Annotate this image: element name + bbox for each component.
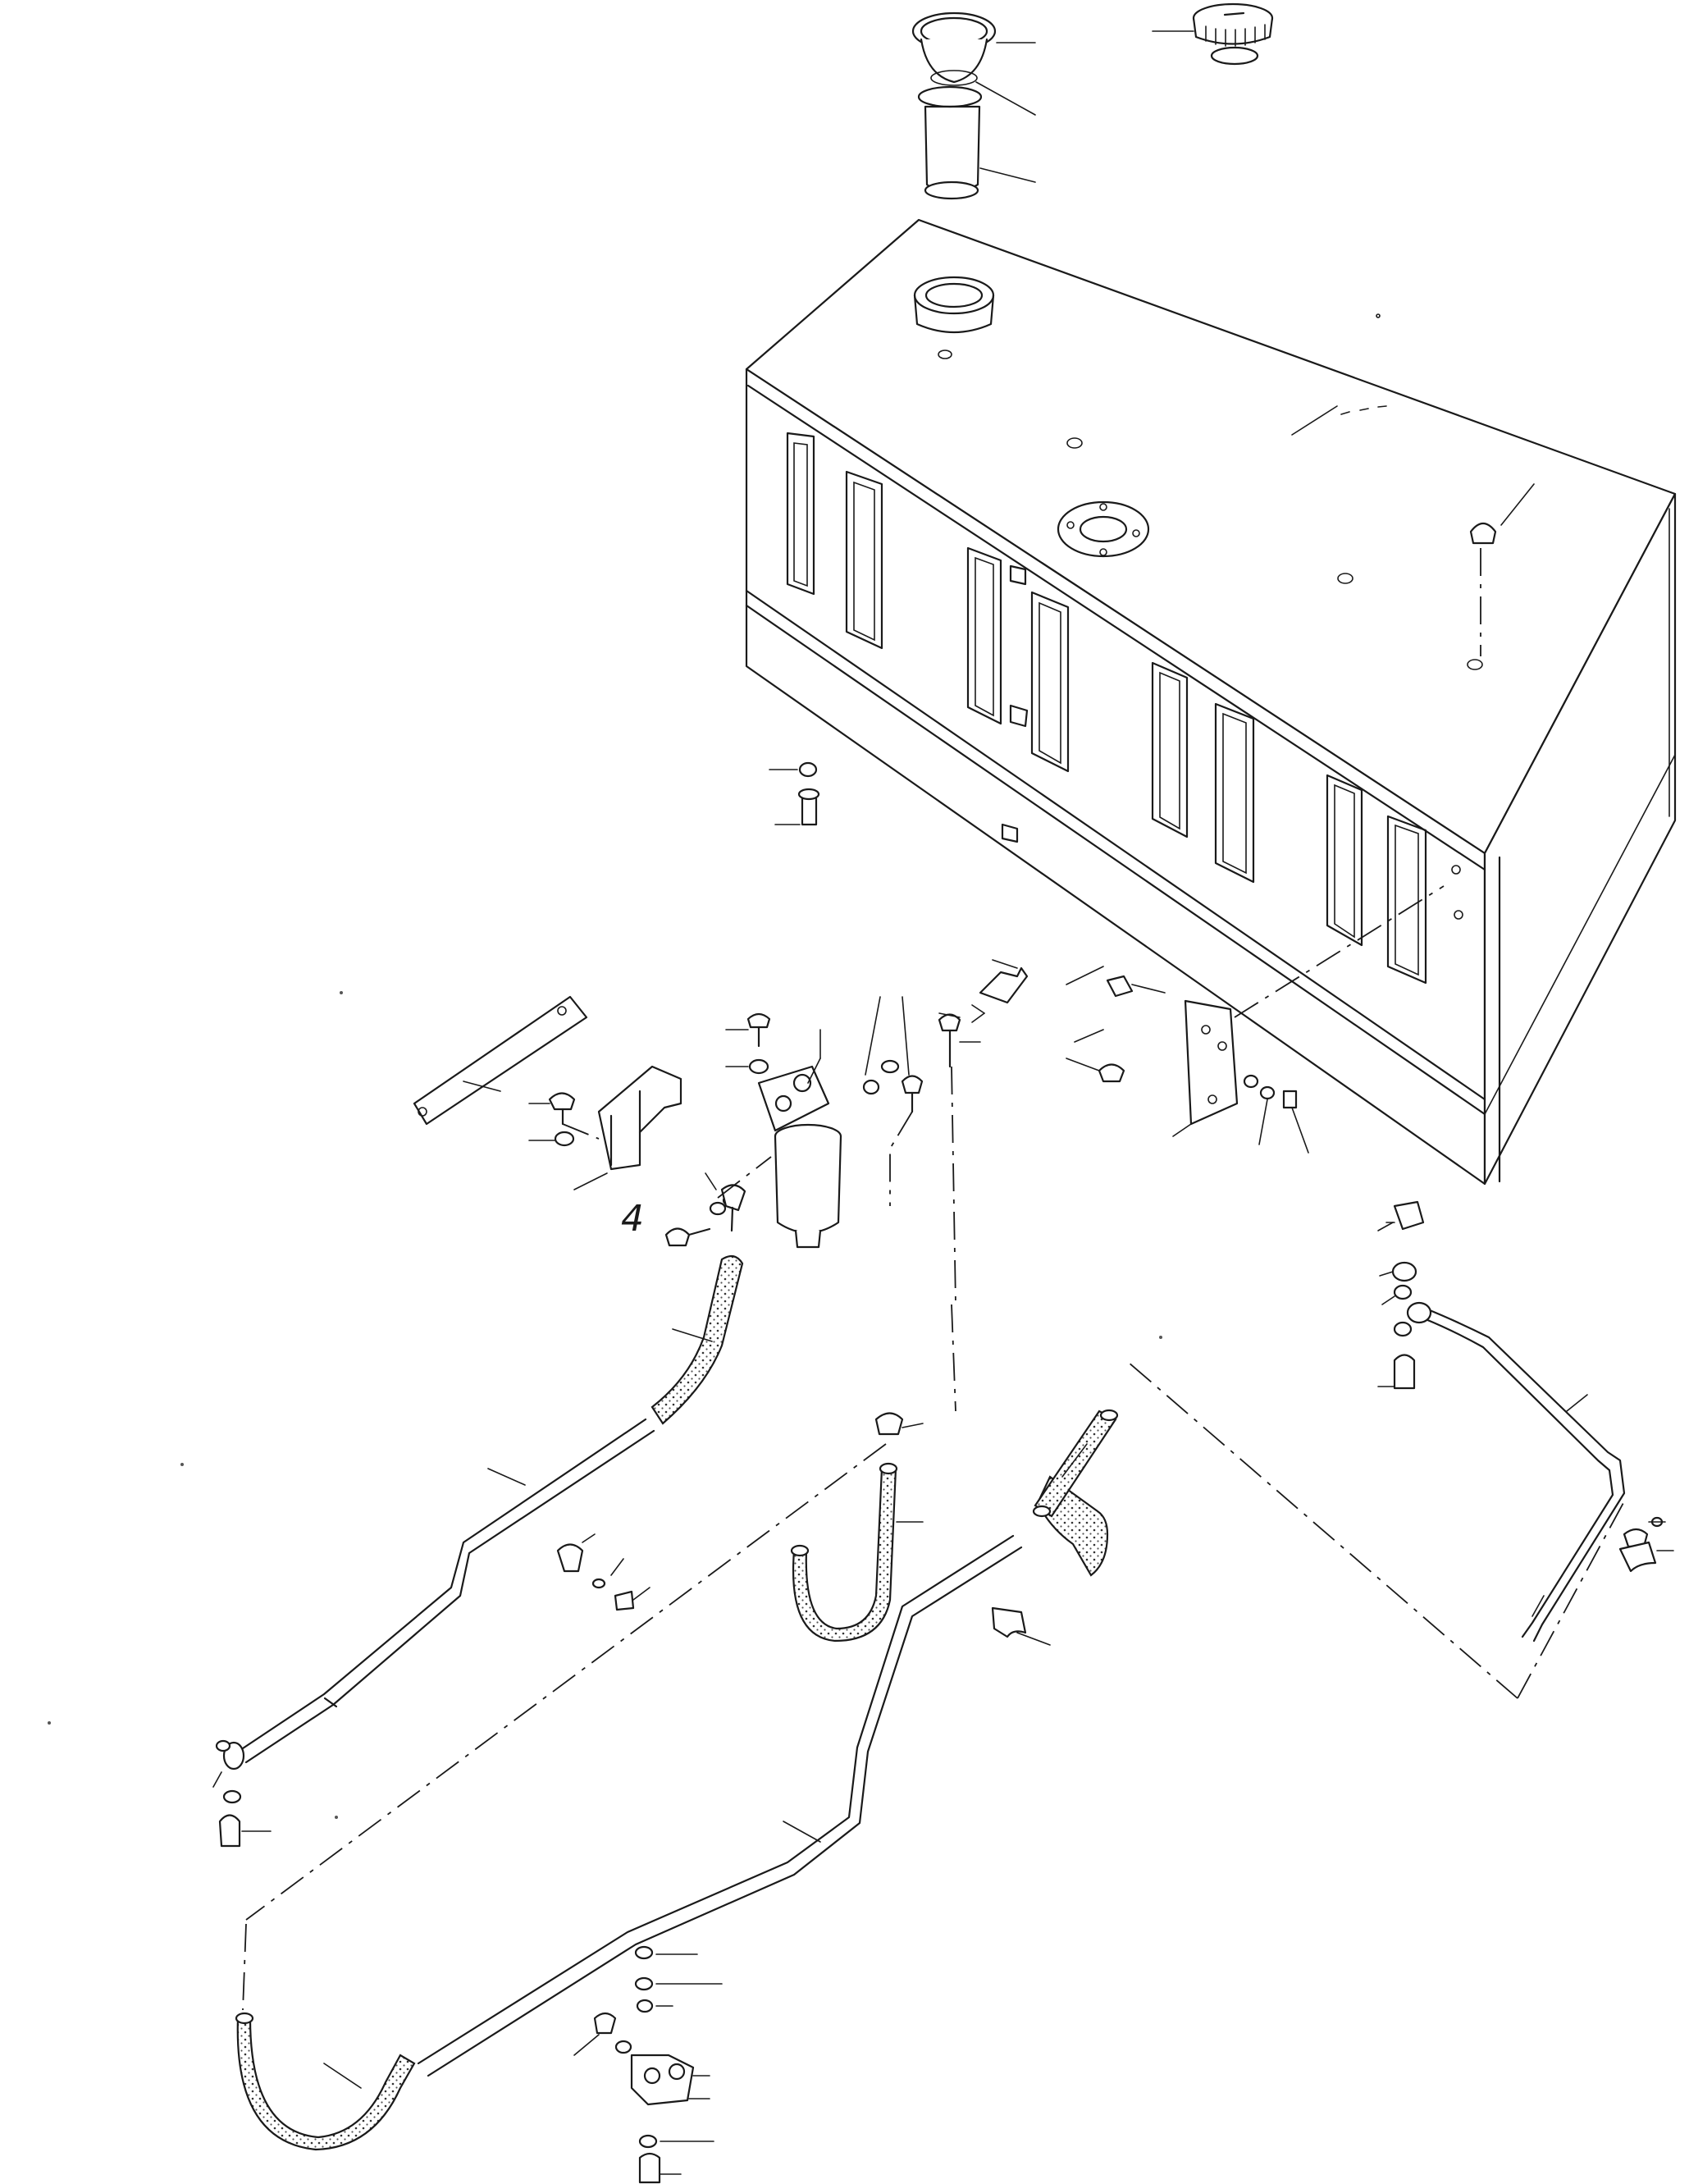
fuel-hose-u [790, 1412, 924, 1643]
filter-mount-bracket [1066, 885, 1445, 1154]
line-clip-right [1618, 1516, 1674, 1573]
fuel-hose-right [1032, 1409, 1119, 1577]
return-line-right [1424, 1307, 1626, 1643]
line-clip-middle [991, 1606, 1051, 1646]
callout-4-group: 4 [621, 1156, 772, 1247]
pipe-clip [556, 1533, 650, 1611]
banjo-fitting-right [1377, 1200, 1432, 1390]
tank-drain-plug [1469, 483, 1535, 656]
banjo-fitting-bottom [573, 1945, 723, 2184]
clamp-bracket [528, 1065, 682, 1190]
tank-sender-flange [1057, 500, 1150, 558]
fuel-hose-bottom-u [235, 2012, 416, 2151]
fuel-hose-upper [650, 1254, 744, 1425]
filler-cap [1192, 2, 1274, 66]
fuel-line-left [236, 1418, 655, 1764]
support-strap [413, 995, 588, 1126]
filler-cap-ring [911, 11, 997, 86]
tank-panels [786, 432, 1427, 985]
filter-fasteners [725, 959, 1029, 1305]
callout-label: 4 [621, 1198, 644, 1240]
fuel-filter [757, 1029, 842, 1249]
alignment-lines [242, 1304, 1625, 2011]
tank-filler-neck [913, 276, 995, 359]
banjo-fitting-left [212, 1739, 272, 1848]
tank-mount-bolts [769, 761, 820, 826]
fuel-line-long [417, 1534, 1023, 2077]
fuel-tank [745, 218, 1677, 1186]
callout-leaders-top [975, 30, 1194, 183]
filler-strainer [917, 85, 983, 200]
